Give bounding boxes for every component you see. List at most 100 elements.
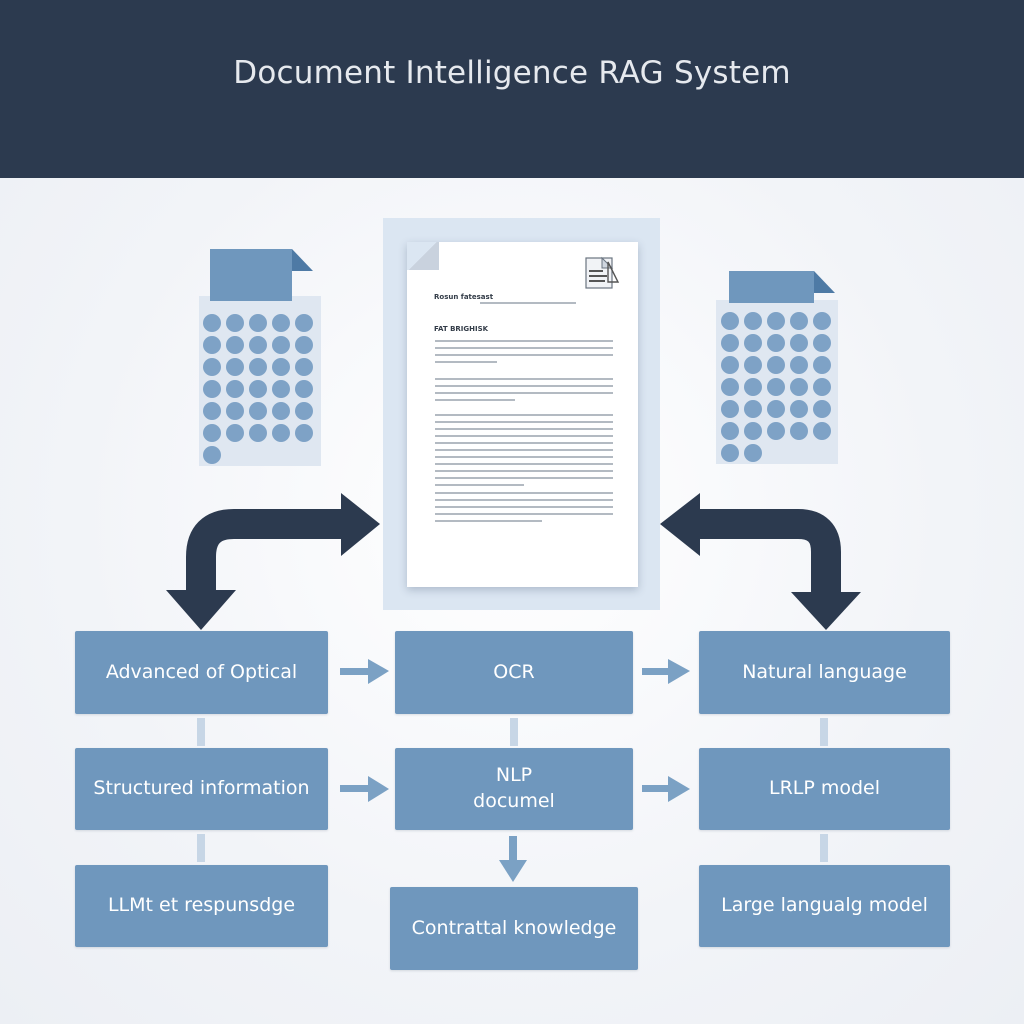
document-thumbnail-icon — [584, 256, 620, 292]
right-grid-dot — [767, 400, 785, 418]
right-grid-dot — [721, 356, 739, 374]
left-grid-dot — [249, 358, 267, 376]
llm-response-box: LLMt et respunsdge — [75, 865, 328, 947]
right-grid-dot — [790, 400, 808, 418]
document-text-line — [435, 513, 613, 515]
left-grid-dot — [249, 336, 267, 354]
advanced-optical-label: Advanced of Optical — [105, 660, 298, 683]
title-bar: Document Intelligence RAG System — [0, 0, 1024, 178]
left-grid-dot — [203, 402, 221, 420]
right-grid-dot — [721, 444, 739, 462]
right-grid-dot — [721, 400, 739, 418]
structured-information-label: Structured information — [93, 777, 310, 800]
right-grid-dot — [813, 334, 831, 352]
document-text-line — [435, 361, 498, 363]
left-grid-dot — [295, 380, 313, 398]
left-grid-dot — [295, 424, 313, 442]
right-grid-dot — [721, 378, 739, 396]
large-language-model-box: Large langualg model — [699, 865, 950, 947]
left-grid-dot — [272, 402, 290, 420]
document-text-line — [435, 428, 613, 430]
right-grid-dot — [744, 334, 762, 352]
right-grid-dot — [813, 378, 831, 396]
right-grid-dot — [744, 312, 762, 330]
document-text-line — [435, 499, 613, 501]
right-grid-dot — [790, 422, 808, 440]
llm-response-label: LLMt et respunsdge — [107, 894, 296, 917]
document-text-line — [435, 340, 613, 342]
document-text-line — [435, 449, 613, 451]
left-grid-dot — [295, 336, 313, 354]
document-text-line — [435, 506, 613, 508]
right-grid-dot — [767, 356, 785, 374]
right-grid-dot — [767, 334, 785, 352]
ocr-label: OCR — [493, 660, 535, 683]
right-grid-dot — [767, 378, 785, 396]
left-grid-dot — [272, 358, 290, 376]
left-grid-dot — [272, 336, 290, 354]
right-grid-dot — [813, 400, 831, 418]
left-grid-dot — [272, 380, 290, 398]
document-text-line — [435, 435, 613, 437]
natural-language-box: Natural language — [699, 631, 950, 714]
document-text-line — [435, 399, 516, 401]
right-grid-dot — [744, 378, 762, 396]
document-text-line — [435, 392, 613, 394]
document-text-line — [435, 354, 613, 356]
right-grid-dot — [744, 400, 762, 418]
connector-right-2 — [820, 834, 828, 862]
right-grid-dot — [744, 356, 762, 374]
right-grid-dot — [813, 312, 831, 330]
right-grid-dot — [721, 422, 739, 440]
document-text-line — [435, 385, 613, 387]
document-text-line — [435, 470, 613, 472]
connector-right-1 — [820, 718, 828, 746]
left-grid-dot — [203, 380, 221, 398]
page-title: Document Intelligence RAG System — [233, 55, 791, 91]
page-fold-icon — [407, 242, 439, 270]
left-grid-dot — [203, 336, 221, 354]
left-grid-dot — [249, 424, 267, 442]
document-text-line — [435, 414, 613, 416]
contextual-knowledge-label: Contrattal knowledge — [411, 916, 617, 939]
document-text-line — [435, 492, 613, 494]
document-text-line — [435, 520, 542, 522]
left-grid-dot — [226, 402, 244, 420]
left-grid-dot — [226, 424, 244, 442]
document-text-line — [435, 442, 613, 444]
left-grid-dot — [272, 314, 290, 332]
document-text-line — [435, 484, 524, 486]
document-text-line — [435, 463, 613, 465]
connector-left-1 — [197, 718, 205, 746]
left-grid-dot — [203, 314, 221, 332]
right-grid-dot — [790, 356, 808, 374]
document-subheading: FAT BRIGHISK — [434, 325, 489, 333]
right-grid-dot — [790, 378, 808, 396]
right-grid-dot — [744, 422, 762, 440]
lrlp-model-label: LRLP model — [768, 777, 881, 800]
nlp-label-line1: NLP — [495, 764, 533, 787]
right-grid-dot — [721, 312, 739, 330]
right-grid-dot — [790, 334, 808, 352]
natural-language-label: Natural language — [742, 660, 907, 683]
lrlp-model-box: LRLP model — [699, 748, 950, 830]
left-grid-dot — [249, 402, 267, 420]
left-grid-dot — [226, 380, 244, 398]
nlp-label-line2: documel — [473, 790, 555, 812]
document-text-line — [435, 347, 613, 349]
left-grid-dot — [226, 314, 244, 332]
right-grid-dot — [744, 444, 762, 462]
left-grid-dot — [249, 314, 267, 332]
right-grid-dot — [790, 312, 808, 330]
left-grid-dot — [226, 358, 244, 376]
contextual-knowledge-box: Contrattal knowledge — [390, 887, 638, 970]
advanced-optical-box: Advanced of Optical — [75, 631, 328, 714]
left-grid-dot — [226, 336, 244, 354]
left-grid-dot — [203, 446, 221, 464]
structured-information-box: Structured information — [75, 748, 328, 830]
right-grid-dot — [767, 422, 785, 440]
left-grid-dot — [295, 402, 313, 420]
left-grid-dot — [203, 358, 221, 376]
document-text-line — [435, 477, 613, 479]
left-grid-dot — [249, 380, 267, 398]
